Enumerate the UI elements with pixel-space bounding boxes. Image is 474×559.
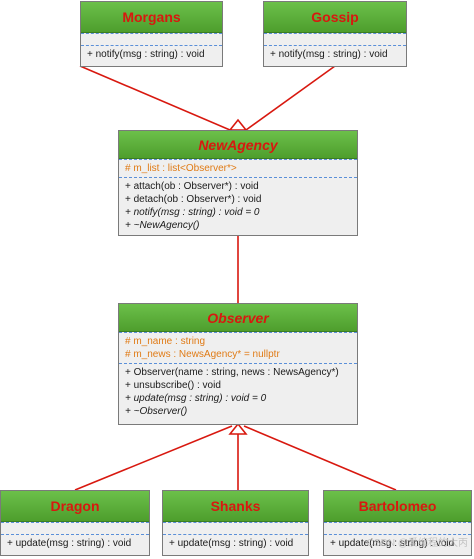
- class-bartolomeo: Bartolomeo + update(msg : string) : void: [323, 490, 472, 556]
- class-newagency-operations: + attach(ob : Observer*) : void + detach…: [119, 177, 357, 234]
- generalization-arrowhead-observer: [228, 422, 248, 435]
- operation: + update(msg : string) : void: [169, 538, 294, 549]
- watermark: CSDN @爱编程的大丙: [366, 538, 468, 549]
- operation: + notify(msg : string) : void: [87, 49, 205, 60]
- class-morgans: Morgans + notify(msg : string) : void: [80, 1, 223, 67]
- class-shanks-name: Shanks: [163, 491, 308, 522]
- operation: + update(msg : string) : void: [7, 538, 132, 549]
- operation: + detach(ob : Observer*) : void: [125, 194, 262, 205]
- operation: + ~NewAgency(): [125, 220, 200, 231]
- class-dragon-attributes: [1, 522, 149, 534]
- class-dragon-name: Dragon: [1, 491, 149, 522]
- class-gossip-operations: + notify(msg : string) : void: [264, 45, 406, 63]
- attribute: # m_list : list<Observer*>: [125, 163, 237, 174]
- operation: + notify(msg : string) : void: [270, 49, 388, 60]
- class-observer: Observer # m_name : string # m_news : Ne…: [118, 303, 358, 425]
- operation: + Observer(name : string, news : NewsAge…: [125, 367, 339, 378]
- class-morgans-operations: + notify(msg : string) : void: [81, 45, 222, 63]
- class-morgans-name: Morgans: [81, 2, 222, 33]
- operation: + ~Observer(): [125, 406, 188, 417]
- class-newagency-name: NewAgency: [119, 131, 357, 159]
- class-newagency: NewAgency # m_list : list<Observer*> + a…: [118, 130, 358, 236]
- class-newagency-attributes: # m_list : list<Observer*>: [119, 159, 357, 177]
- generalization-arrowhead-newagency: [228, 118, 248, 131]
- bartolomeo-to-observer-line: [243, 425, 397, 491]
- class-bartolomeo-name: Bartolomeo: [324, 491, 471, 522]
- class-shanks-attributes: [163, 522, 308, 534]
- morgans-to-newagency-line: [79, 65, 231, 131]
- class-dragon: Dragon + update(msg : string) : void: [0, 490, 150, 556]
- operation: + update(msg : string) : void = 0: [125, 393, 267, 404]
- class-gossip-name: Gossip: [264, 2, 406, 33]
- class-shanks-operations: + update(msg : string) : void: [163, 534, 308, 552]
- class-shanks: Shanks + update(msg : string) : void: [162, 490, 309, 556]
- operation: + notify(msg : string) : void = 0: [125, 207, 260, 218]
- attribute: # m_name : string: [125, 336, 206, 347]
- class-gossip: Gossip + notify(msg : string) : void: [263, 1, 407, 67]
- class-dragon-operations: + update(msg : string) : void: [1, 534, 149, 552]
- gossip-to-newagency-line: [245, 65, 336, 131]
- class-gossip-attributes: [264, 33, 406, 45]
- class-observer-operations: + Observer(name : string, news : NewsAge…: [119, 363, 357, 420]
- operation: + unsubscribe() : void: [125, 380, 221, 391]
- class-bartolomeo-operations: + update(msg : string) : void: [324, 534, 471, 552]
- class-bartolomeo-attributes: [324, 522, 471, 534]
- class-observer-name: Observer: [119, 304, 357, 332]
- operation: + update(msg : string) : void: [330, 538, 455, 549]
- class-morgans-attributes: [81, 33, 222, 45]
- operation: + attach(ob : Observer*) : void: [125, 181, 259, 192]
- attribute: # m_news : NewsAgency* = nullptr: [125, 349, 280, 360]
- dragon-to-observer-line: [74, 425, 233, 491]
- class-observer-attributes: # m_name : string # m_news : NewsAgency*…: [119, 332, 357, 363]
